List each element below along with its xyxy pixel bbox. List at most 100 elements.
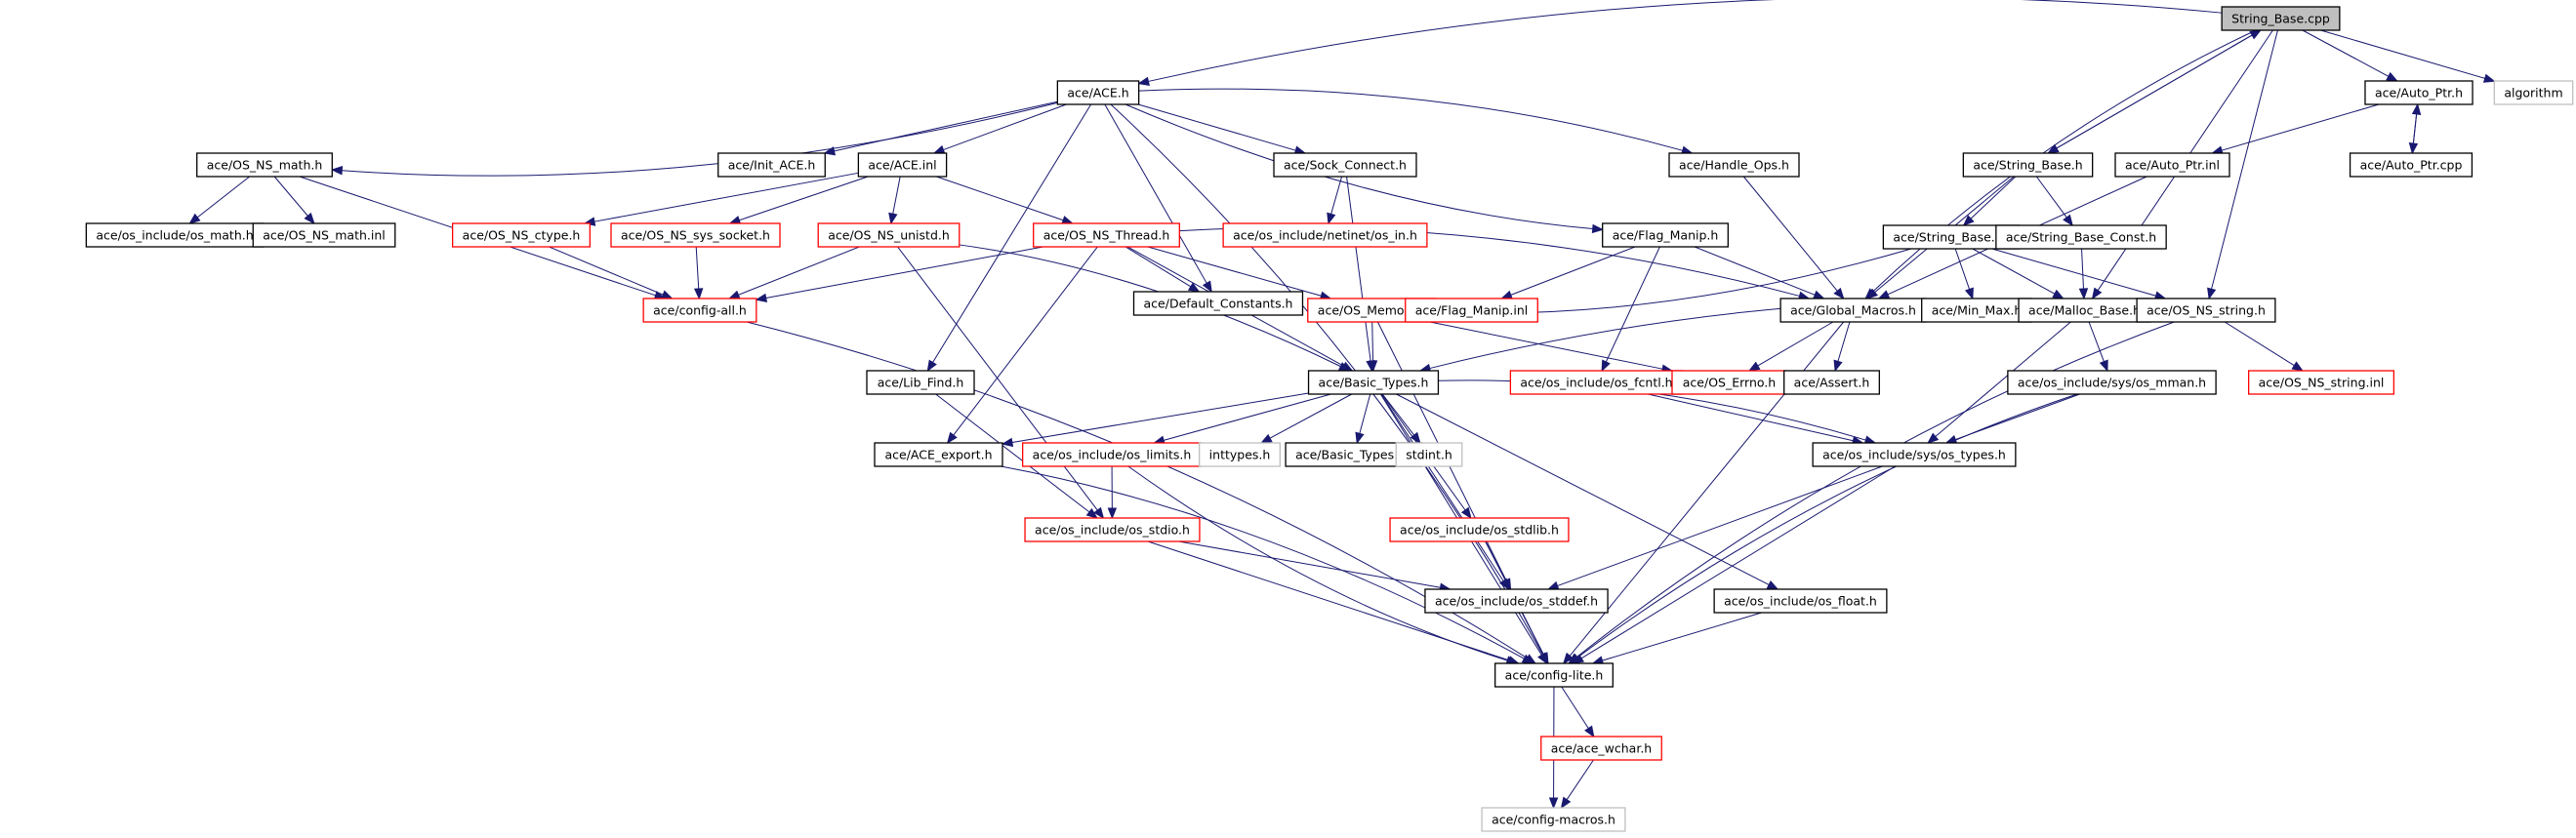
node-ace-h[interactable]: ace/ACE.h bbox=[1056, 80, 1140, 105]
node-box[interactable] bbox=[642, 298, 757, 323]
node-root[interactable]: String_Base.cpp bbox=[2221, 6, 2341, 31]
node-ace-wchar-h[interactable]: ace/ace_wchar.h bbox=[1540, 736, 1662, 761]
node-box[interactable] bbox=[874, 442, 1003, 467]
node-box[interactable] bbox=[1713, 588, 1888, 614]
node-box[interactable] bbox=[610, 222, 781, 248]
node-label[interactable]: ace/ACE_export.h bbox=[884, 448, 992, 462]
node-box[interactable] bbox=[1481, 807, 1626, 832]
node-box[interactable] bbox=[1024, 517, 1201, 542]
node-auto-ptr-h[interactable]: ace/Auto_Ptr.h bbox=[2364, 80, 2474, 105]
node-box[interactable] bbox=[857, 152, 948, 178]
node-label[interactable]: ace/Min_Max.h bbox=[1932, 303, 2023, 318]
node-flag-manip-h[interactable]: ace/Flag_Manip.h bbox=[1602, 222, 1729, 248]
node-label[interactable]: ace/os_include/os_float.h bbox=[1724, 594, 1877, 609]
node-default-constants-h[interactable]: ace/Default_Constants.h bbox=[1132, 291, 1304, 316]
node-box[interactable] bbox=[2114, 152, 2230, 178]
node-os-ns-string-inl[interactable]: ace/OS_NS_string.inl bbox=[2247, 370, 2395, 395]
node-label[interactable]: inttypes.h bbox=[1209, 448, 1271, 462]
node-os-errno-h[interactable]: ace/OS_Errno.h bbox=[1671, 370, 1787, 395]
node-stdint-h[interactable]: stdint.h bbox=[1395, 442, 1463, 467]
node-box[interactable] bbox=[1494, 662, 1614, 688]
node-config-all-h[interactable]: ace/config-all.h bbox=[642, 298, 757, 323]
node-label[interactable]: algorithm bbox=[2504, 86, 2562, 100]
node-box[interactable] bbox=[2364, 80, 2474, 105]
node-handle-ops-h[interactable]: ace/Handle_Ops.h bbox=[1668, 152, 1800, 178]
node-label[interactable]: ace/Auto_Ptr.h bbox=[2375, 86, 2463, 100]
node-os-limits-h[interactable]: ace/os_include/os_limits.h bbox=[1022, 442, 1202, 467]
node-label[interactable]: ace/OS_NS_ctype.h bbox=[463, 228, 581, 243]
node-string-base-h[interactable]: ace/String_Base.h bbox=[1962, 152, 2094, 178]
node-box[interactable] bbox=[1273, 152, 1417, 178]
node-sock-connect-h[interactable]: ace/Sock_Connect.h bbox=[1273, 152, 1417, 178]
node-label[interactable]: ace/Malloc_Base.h bbox=[2028, 303, 2141, 318]
node-algorithm[interactable]: algorithm bbox=[2493, 80, 2574, 105]
node-box[interactable] bbox=[252, 222, 396, 248]
node-os-ns-thread-h[interactable]: ace/OS_NS_Thread.h bbox=[1033, 222, 1180, 248]
node-box[interactable] bbox=[1671, 370, 1787, 395]
node-min-max-h[interactable]: ace/Min_Max.h bbox=[1921, 298, 2032, 323]
node-label[interactable]: ace/String_Base_Const.h bbox=[2006, 230, 2156, 245]
node-label[interactable]: ace/OS_NS_string.inl bbox=[2259, 376, 2385, 390]
node-box[interactable] bbox=[817, 222, 961, 248]
node-os-stdlib-h[interactable]: ace/os_include/os_stdlib.h bbox=[1389, 517, 1570, 542]
node-box[interactable] bbox=[1783, 370, 1880, 395]
node-box[interactable] bbox=[1307, 370, 1440, 395]
node-os-math-h[interactable]: ace/os_include/os_math.h bbox=[85, 222, 265, 248]
node-string-base-const-h[interactable]: ace/String_Base_Const.h bbox=[1995, 224, 2167, 250]
node-label[interactable]: ace/config-macros.h bbox=[1492, 813, 1615, 827]
node-box[interactable] bbox=[1222, 222, 1428, 248]
node-flag-manip-inl[interactable]: ace/Flag_Manip.inl bbox=[1405, 298, 1538, 323]
node-label[interactable]: String_Base.cpp bbox=[2231, 12, 2330, 26]
node-label[interactable]: ace/ACE.h bbox=[1067, 86, 1128, 100]
node-label[interactable]: ace/OS_NS_math.h bbox=[207, 158, 323, 173]
node-box[interactable] bbox=[1995, 224, 2167, 250]
node-box[interactable] bbox=[1056, 80, 1140, 105]
node-box[interactable] bbox=[1668, 152, 1800, 178]
node-box[interactable] bbox=[1389, 517, 1570, 542]
node-box[interactable] bbox=[1395, 442, 1463, 467]
node-box[interactable] bbox=[2493, 80, 2574, 105]
node-box[interactable] bbox=[866, 370, 975, 395]
node-box[interactable] bbox=[1405, 298, 1538, 323]
node-global-macros-h[interactable]: ace/Global_Macros.h bbox=[1779, 298, 1927, 323]
node-os-mman-h[interactable]: ace/os_include/sys/os_mman.h bbox=[2007, 370, 2217, 395]
node-config-macros-h[interactable]: ace/config-macros.h bbox=[1481, 807, 1626, 832]
node-box[interactable] bbox=[2007, 370, 2217, 395]
node-box[interactable] bbox=[2136, 298, 2276, 323]
node-box[interactable] bbox=[196, 152, 333, 178]
node-label[interactable]: ace/Assert.h bbox=[1794, 376, 1870, 390]
node-label[interactable]: ace/String_Base.h bbox=[1973, 158, 2082, 173]
node-malloc-base-h[interactable]: ace/Malloc_Base.h bbox=[2018, 298, 2151, 323]
node-label[interactable]: ace/Basic_Types.h bbox=[1319, 376, 1429, 390]
node-label[interactable]: ace/os_include/sys/os_types.h bbox=[1822, 448, 2006, 462]
node-label[interactable]: ace/Basic_Types.inl bbox=[1295, 448, 1412, 462]
node-box[interactable] bbox=[1424, 588, 1609, 614]
node-label[interactable]: ace/os_include/netinet/os_in.h bbox=[1233, 228, 1417, 243]
node-box[interactable] bbox=[1540, 736, 1662, 761]
node-label[interactable]: ace/Init_ACE.h bbox=[728, 158, 816, 173]
node-label[interactable]: ace/Sock_Connect.h bbox=[1284, 158, 1407, 173]
node-os-fcntl-h[interactable]: ace/os_include/os_fcntl.h bbox=[1509, 370, 1684, 395]
node-os-ns-math-inl[interactable]: ace/OS_NS_math.inl bbox=[252, 222, 396, 248]
node-label[interactable]: ace/ACE.inl bbox=[868, 158, 936, 173]
node-inttypes-h[interactable]: inttypes.h bbox=[1199, 442, 1281, 467]
node-label[interactable]: ace/Auto_Ptr.cpp bbox=[2360, 158, 2463, 173]
node-label[interactable]: ace/OS_NS_unistd.h bbox=[828, 228, 950, 243]
node-box[interactable] bbox=[1199, 442, 1281, 467]
node-label[interactable]: ace/config-all.h bbox=[653, 303, 747, 318]
node-label[interactable]: ace/Handle_Ops.h bbox=[1679, 158, 1789, 173]
node-label[interactable]: ace/ace_wchar.h bbox=[1551, 741, 1652, 756]
node-os-in-h[interactable]: ace/os_include/netinet/os_in.h bbox=[1222, 222, 1428, 248]
node-label[interactable]: ace/Auto_Ptr.inl bbox=[2125, 158, 2220, 173]
node-label[interactable]: ace/OS_NS_sys_socket.h bbox=[621, 228, 770, 243]
node-os-stdio-h[interactable]: ace/os_include/os_stdio.h bbox=[1024, 517, 1201, 542]
node-os-ns-sys-socket-h[interactable]: ace/OS_NS_sys_socket.h bbox=[610, 222, 781, 248]
node-label[interactable]: ace/Default_Constants.h bbox=[1144, 297, 1293, 311]
node-label[interactable]: ace/OS_Errno.h bbox=[1683, 376, 1776, 390]
node-assert-h[interactable]: ace/Assert.h bbox=[1783, 370, 1880, 395]
node-os-types-h[interactable]: ace/os_include/sys/os_types.h bbox=[1812, 442, 2017, 467]
node-box[interactable] bbox=[1132, 291, 1304, 316]
node-label[interactable]: ace/os_include/os_stdio.h bbox=[1035, 523, 1190, 538]
node-label[interactable]: ace/os_include/os_stdlib.h bbox=[1400, 523, 1559, 538]
node-box[interactable] bbox=[2247, 370, 2395, 395]
